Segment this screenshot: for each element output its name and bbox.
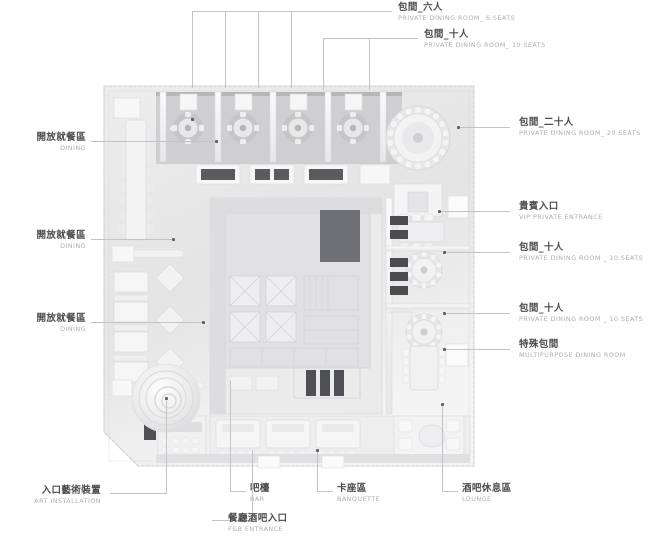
leader-dining-1 bbox=[91, 141, 217, 142]
annotation-pdr-20-en: PRIVATE DINING ROOM_ 20 SEATS bbox=[519, 129, 641, 138]
leader-dot-pdr-6 bbox=[191, 118, 194, 121]
annotation-pdr-10-a-cn: 包間_十人 bbox=[519, 242, 564, 253]
leader-dining-2 bbox=[91, 239, 174, 240]
annotation-multipurpose: 特殊包間 MULTIPURPOSE DINING ROOM bbox=[519, 339, 626, 360]
leader-dot-banquette bbox=[316, 449, 319, 452]
leader-dot-dining-3 bbox=[202, 321, 205, 324]
annotation-pdr-20: 包間_二十人 PRIVATE DINING ROOM_ 20 SEATS bbox=[519, 117, 641, 138]
leader-dot-art-installation bbox=[165, 397, 168, 400]
annotation-dining-2-en: DINING bbox=[60, 242, 86, 251]
annotation-pdr-10-a: 包間_十人 PRIVATE DINING ROOM _ 10 SEATS bbox=[519, 242, 644, 263]
annotation-pdr-10-top-cn: 包間_十人 bbox=[424, 29, 469, 40]
annotation-banquette: 卡座區 BANQUETTE bbox=[337, 483, 381, 504]
annotation-dining-2-cn: 開放就餐區 bbox=[36, 230, 86, 241]
annotation-dining-3-en: DINING bbox=[60, 325, 86, 334]
annotation-bar-en: BAR bbox=[250, 495, 265, 504]
annotation-vip-entrance-cn: 貴賓入口 bbox=[519, 201, 559, 212]
leader-dot-pdr-20 bbox=[457, 126, 460, 129]
leader-dot-vip-entrance bbox=[438, 210, 441, 213]
leader-fb-entrance-vertical bbox=[252, 450, 253, 520]
leader-pdr-6-drop-4 bbox=[291, 11, 292, 88]
leader-bar-horizontal bbox=[230, 491, 246, 492]
leader-multipurpose bbox=[446, 349, 510, 350]
annotation-bar-cn: 吧檯 bbox=[250, 483, 270, 494]
annotation-vip-entrance: 貴賓入口 VIP PRIVATE ENTRANCE bbox=[519, 201, 603, 222]
leader-dot-pdr-10-a bbox=[443, 251, 446, 254]
leader-dot-dining-2 bbox=[172, 238, 175, 241]
leader-pdr-6-drop-2 bbox=[225, 11, 226, 88]
leader-art-installation-vertical bbox=[166, 398, 167, 493]
annotation-pdr-10-b: 包間_十人 PRIVATE DINING ROOM _ 10 SEATS bbox=[519, 303, 644, 324]
annotation-dining-3: 開放就餐區 DINING bbox=[16, 313, 86, 334]
leader-dot-dining-1 bbox=[215, 140, 218, 143]
leader-pdr-6-drop-1 bbox=[192, 11, 193, 88]
annotation-art-installation-en: ART INSTALLATION bbox=[34, 497, 101, 506]
leader-pdr-10-a bbox=[446, 252, 510, 253]
annotation-pdr-10-top-en: PRIVATE DINING ROOM_ 10 SEATS bbox=[424, 41, 546, 50]
annotation-pdr-6: 包間_六人 PRIVATE DINING ROOM_ 6 SEATS bbox=[398, 2, 516, 23]
leader-pdr-6-horizontal bbox=[192, 11, 392, 12]
leader-pdr-20 bbox=[460, 127, 510, 128]
annotation-pdr-6-cn: 包間_六人 bbox=[398, 2, 443, 13]
annotation-vip-entrance-en: VIP PRIVATE ENTRANCE bbox=[519, 213, 603, 222]
leader-dining-3 bbox=[91, 322, 204, 323]
annotation-dining-1-en: DINING bbox=[60, 144, 86, 153]
annotation-pdr-10-top: 包間_十人 PRIVATE DINING ROOM_ 10 SEATS bbox=[424, 29, 546, 50]
annotation-dining-2: 開放就餐區 DINING bbox=[16, 230, 86, 251]
leader-art-installation-horizontal bbox=[110, 493, 167, 494]
annotation-multipurpose-cn: 特殊包間 bbox=[519, 339, 559, 350]
annotation-art-installation: 入口藝術裝置 ART INSTALLATION bbox=[8, 485, 101, 506]
leader-dot-lounge bbox=[441, 403, 444, 406]
leader-lounge-vertical bbox=[442, 404, 443, 491]
floor-plan-drawing bbox=[98, 80, 480, 472]
annotation-lounge-en: LOUNGE bbox=[462, 495, 492, 504]
leader-vip-entrance bbox=[440, 211, 510, 212]
annotation-fb-entrance-en: F&B ENTRANCE bbox=[228, 525, 284, 534]
annotation-banquette-cn: 卡座區 bbox=[337, 483, 367, 494]
annotation-art-installation-cn: 入口藝術裝置 bbox=[41, 485, 101, 496]
leader-bar-vertical bbox=[230, 381, 231, 491]
leader-pdr-10-top-horizontal bbox=[323, 38, 418, 39]
leader-pdr-10-top-drop-1 bbox=[323, 38, 324, 90]
annotation-dining-1-cn: 開放就餐區 bbox=[36, 132, 86, 143]
annotation-pdr-10-b-en: PRIVATE DINING ROOM _ 10 SEATS bbox=[519, 315, 644, 324]
annotation-lounge: 酒吧休息區 LOUNGE bbox=[462, 483, 512, 504]
annotation-dining-3-cn: 開放就餐區 bbox=[36, 313, 86, 324]
annotation-dining-1: 開放就餐區 DINING bbox=[16, 132, 86, 153]
annotation-pdr-10-b-cn: 包間_十人 bbox=[519, 303, 564, 314]
leader-pdr-10-top-drop-2 bbox=[369, 38, 370, 90]
leader-dot-multipurpose bbox=[443, 348, 446, 351]
leader-pdr-10-b bbox=[446, 313, 510, 314]
annotation-pdr-20-cn: 包間_二十人 bbox=[519, 117, 574, 128]
annotation-pdr-10-a-en: PRIVATE DINING ROOM _ 10 SEATS bbox=[519, 254, 644, 263]
leader-fb-entrance-horizontal bbox=[212, 520, 253, 521]
annotation-fb-entrance-cn: 餐廳酒吧入口 bbox=[228, 513, 288, 524]
annotation-banquette-en: BANQUETTE bbox=[337, 495, 381, 504]
annotation-bar: 吧檯 BAR bbox=[250, 483, 270, 504]
leader-banquette-horizontal bbox=[317, 491, 333, 492]
leader-pdr-6-drop-3 bbox=[258, 11, 259, 88]
annotation-fb-entrance: 餐廳酒吧入口 F&B ENTRANCE bbox=[228, 513, 288, 534]
leader-banquette-vertical bbox=[317, 450, 318, 491]
annotation-multipurpose-en: MULTIPURPOSE DINING ROOM bbox=[519, 351, 626, 360]
annotation-pdr-6-en: PRIVATE DINING ROOM_ 6 SEATS bbox=[398, 14, 516, 23]
annotation-lounge-cn: 酒吧休息區 bbox=[462, 483, 512, 494]
leader-lounge-horizontal bbox=[442, 491, 458, 492]
leader-dot-pdr-10-b bbox=[443, 312, 446, 315]
